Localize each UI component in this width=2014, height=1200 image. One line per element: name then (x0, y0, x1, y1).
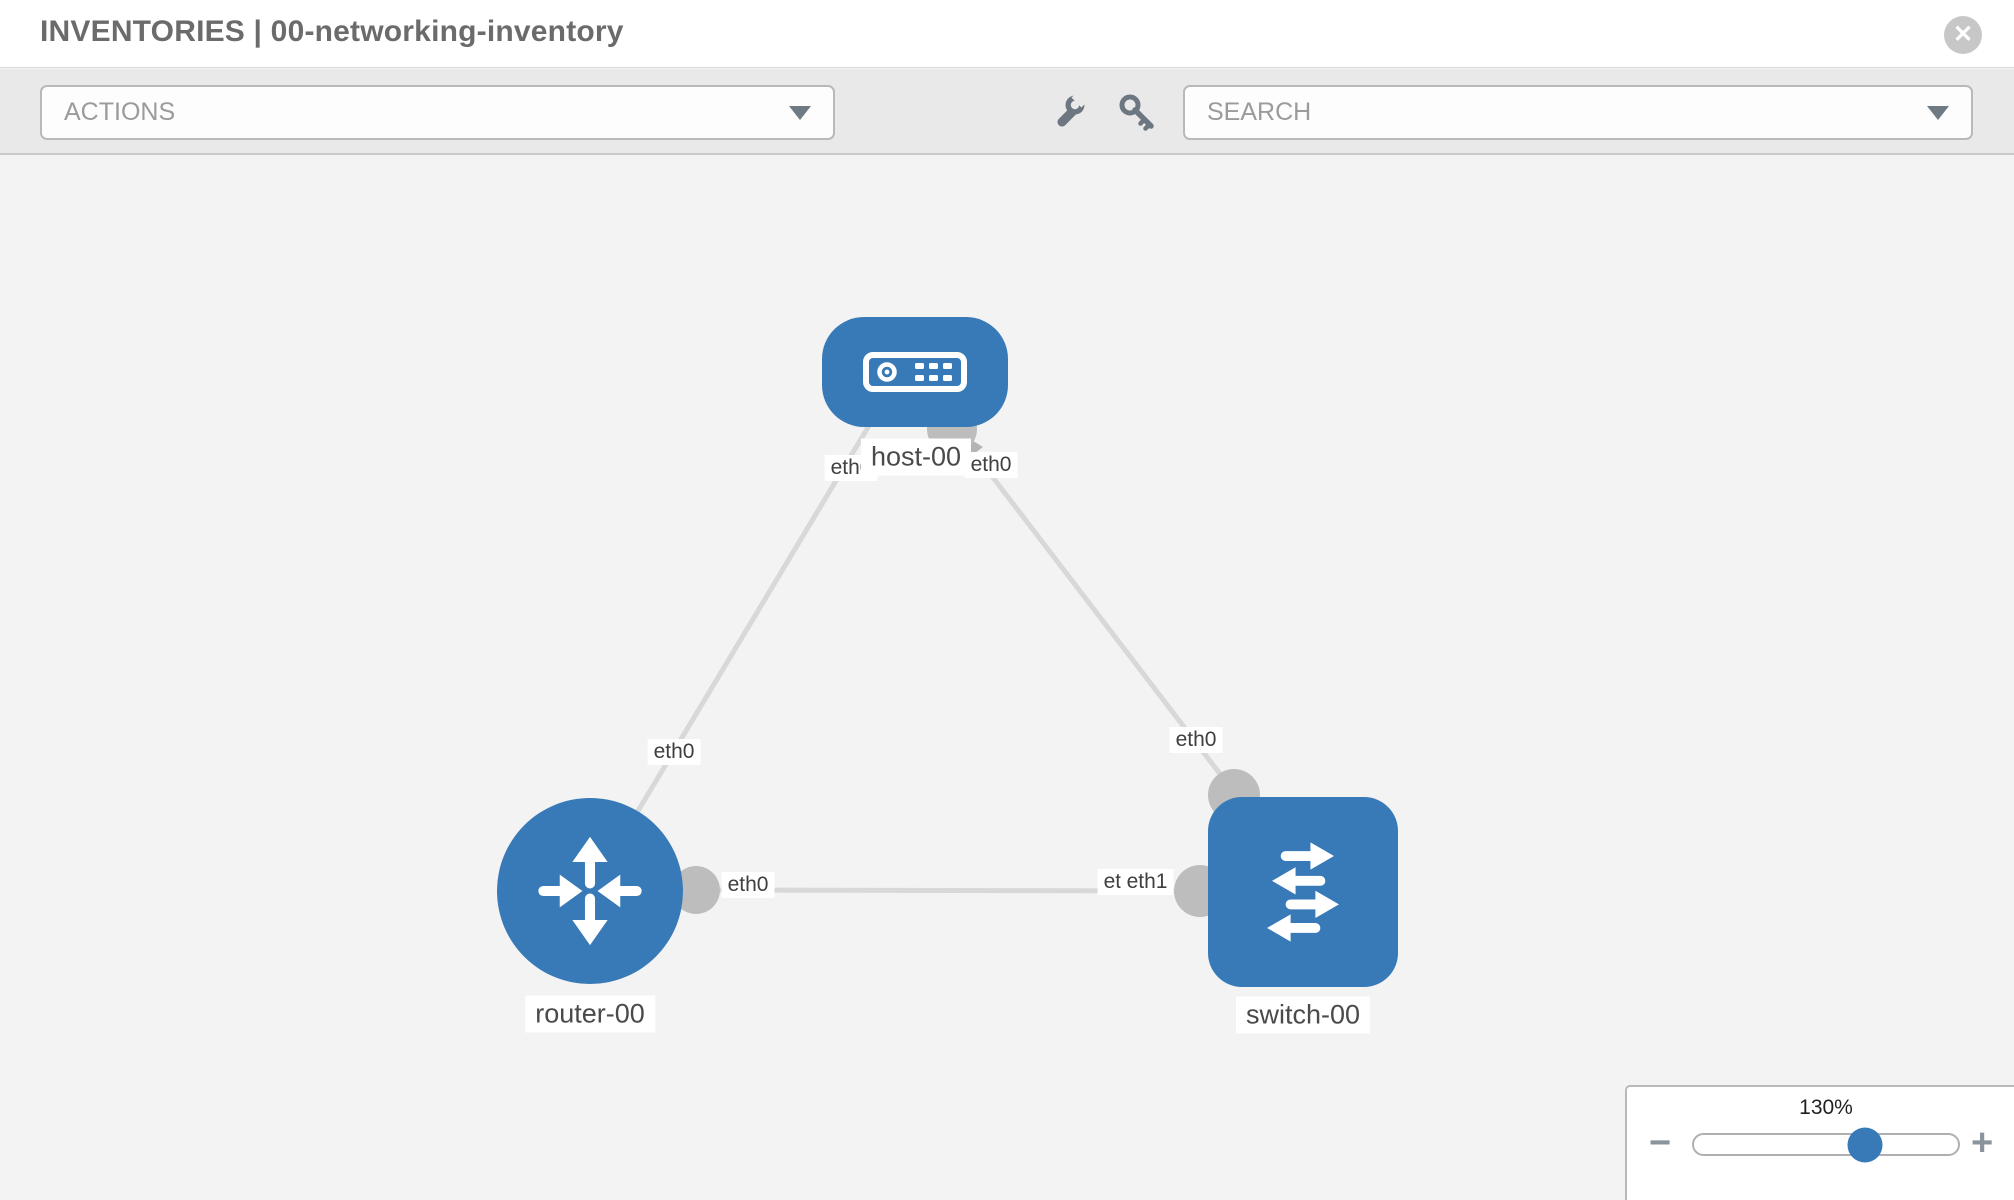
interface-label-switch-left-eth1: eth1 (1120, 869, 1174, 895)
interface-label-router-top: eth0 (647, 739, 701, 765)
zoom-in-button[interactable]: + (1971, 1122, 1994, 1164)
node-router-00[interactable] (497, 798, 683, 984)
close-icon[interactable]: ✕ (1944, 16, 1982, 54)
actions-dropdown-label: ACTIONS (64, 98, 176, 126)
node-host-00[interactable] (822, 317, 1008, 427)
search-dropdown[interactable]: SEARCH (1183, 85, 1973, 140)
node-label-host-00: host-00 (860, 438, 972, 476)
page-title: INVENTORIES | 00-networking-inventory (40, 15, 624, 48)
router-icon (538, 836, 642, 946)
header: INVENTORIES | 00-networking-inventory ✕ (0, 0, 2014, 68)
zoom-panel: 130% − + (1625, 1085, 2014, 1200)
zoom-slider-track[interactable] (1692, 1133, 1960, 1156)
node-label-router-00: router-00 (525, 995, 655, 1033)
toolbar: ACTIONS SEARCH (0, 69, 2014, 155)
link-endpoint-router[interactable] (672, 866, 720, 914)
node-switch-00[interactable] (1208, 797, 1398, 987)
search-placeholder: SEARCH (1207, 98, 1312, 126)
chevron-down-icon (1927, 105, 1949, 120)
interface-label-router-right: eth0 (721, 872, 775, 898)
node-label-switch-00: switch-00 (1235, 996, 1371, 1034)
chevron-down-icon (789, 105, 811, 120)
zoom-out-button[interactable]: − (1649, 1122, 1672, 1164)
wrench-icon[interactable] (1048, 93, 1088, 133)
switch-icon (1267, 842, 1339, 942)
interface-label-host-right: eth0 (964, 452, 1018, 478)
host-device-icon (863, 352, 967, 392)
interface-label-switch-top: eth0 (1169, 727, 1223, 753)
zoom-slider-handle[interactable] (1847, 1127, 1883, 1163)
zoom-level: 130% (1799, 1096, 1853, 1119)
actions-dropdown[interactable]: ACTIONS (40, 85, 835, 140)
key-icon[interactable] (1118, 93, 1158, 133)
